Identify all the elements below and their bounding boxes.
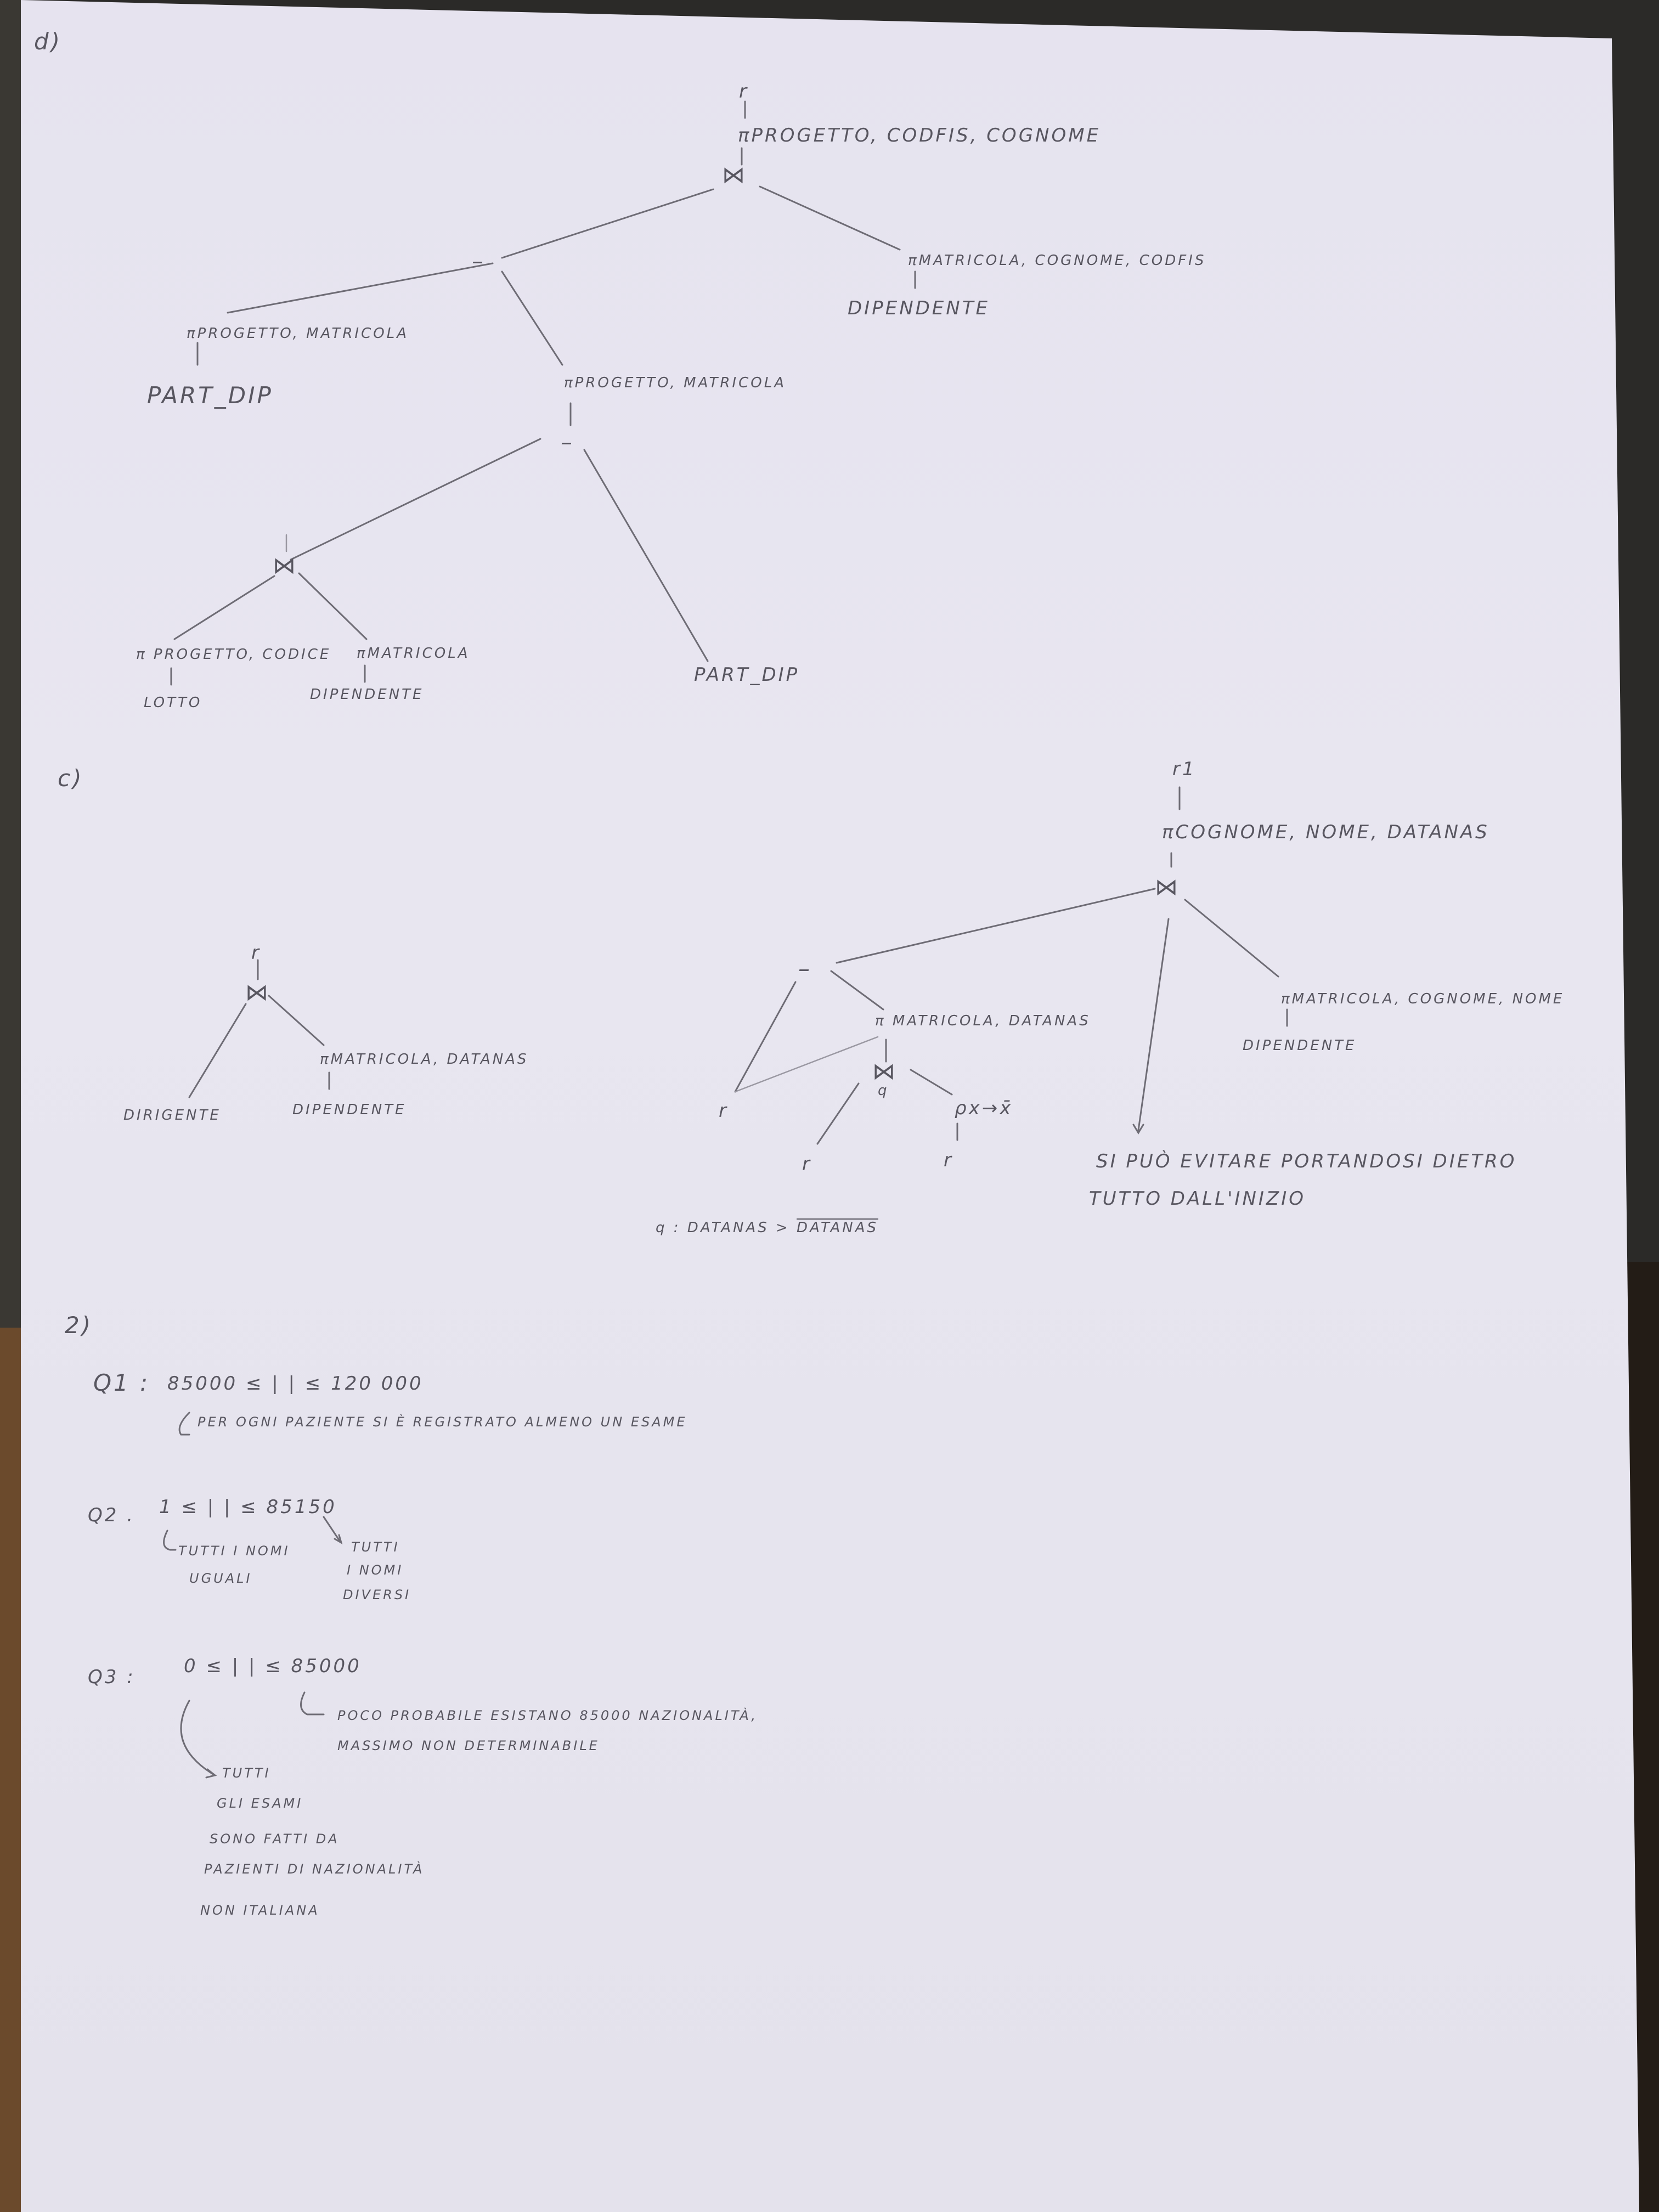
section-c-label: c) xyxy=(58,765,84,792)
d-lower-join-symbol: ⋈ xyxy=(273,552,298,579)
d-right-relation: DIPENDENTE xyxy=(848,297,990,319)
paper-sheet xyxy=(21,0,1639,2212)
section-c-left-lines xyxy=(188,959,330,1098)
d-lower-left-relation: LOTTO xyxy=(144,695,202,711)
section-2-label: 2) xyxy=(65,1312,93,1339)
q2-note-right-1: TUTTI xyxy=(351,1539,400,1555)
q3-note-left-2: GLI ESAMI xyxy=(217,1796,303,1811)
d-root-relation: r xyxy=(739,81,749,103)
c-r1-mid-projection: π MATRICOLA, DATANAS xyxy=(875,1013,1091,1029)
q3-label: Q3 : xyxy=(88,1666,136,1688)
q2-bound: 1 ≤ | | ≤ 85150 xyxy=(159,1496,337,1518)
d-lower-right-relation: PART_DIP xyxy=(694,664,800,686)
q2-note-right-3: DIVERSI xyxy=(343,1587,411,1602)
c-predicate: q : DATANAS > DATANAS xyxy=(656,1221,878,1235)
c-left-join-symbol: ⋈ xyxy=(245,979,270,1006)
d-root-projection: πPROGETTO, CODFIS, COGNOME xyxy=(738,125,1101,146)
c-r1-right-projection: πMATRICOLA, COGNOME, NOME xyxy=(1281,991,1565,1007)
d-left-relation: PART_DIP xyxy=(147,382,273,409)
c-r1-leaf-3: r xyxy=(944,1149,953,1171)
section-2-arrows xyxy=(163,1412,343,1779)
c-r1-root-relation: r1 xyxy=(1172,758,1197,780)
q1-bound: 85000 ≤ | | ≤ 120 000 xyxy=(167,1373,424,1395)
section-d-lines xyxy=(170,100,916,686)
q2-label: Q2 . xyxy=(88,1504,136,1526)
q2-note-left-1: TUTTI I NOMI xyxy=(178,1543,290,1559)
q3-note-left-1: TUTTI xyxy=(222,1765,271,1781)
q3-note-left-3: SONO FATTI DA xyxy=(210,1831,340,1847)
q1-note: PER OGNI PAZIENTE SI È REGISTRATO ALMENO… xyxy=(198,1414,687,1430)
c-r1-join-symbol: ⋈ xyxy=(1155,873,1180,900)
d-lower-mid-projection: πMATRICOLA xyxy=(357,645,470,662)
q3-note-left-4: PAZIENTI DI NAZIONALITÀ xyxy=(204,1861,425,1877)
d-minus-symbol: – xyxy=(472,247,486,274)
d-right-projection: πMATRICOLA, COGNOME, CODFIS xyxy=(908,252,1206,269)
q3-note-left-5: NON ITALIANA xyxy=(200,1903,320,1918)
q3-bound: 0 ≤ | | ≤ 85000 xyxy=(184,1655,362,1677)
c-r1-leaf-2: r xyxy=(802,1153,812,1175)
d-left-projection: πPROGETTO, MATRICOLA xyxy=(187,325,409,342)
c-left-root-relation: r xyxy=(251,942,261,964)
d-mid-projection: πPROGETTO, MATRICOLA xyxy=(564,375,786,391)
c-r1-theta-join-symbol: ⋈ xyxy=(872,1058,898,1085)
c-r1-minus-symbol: – xyxy=(798,955,812,982)
c-r1-leaf-1: r xyxy=(719,1100,729,1122)
c-note-line-2: TUTTO DALL'INIZIO xyxy=(1089,1188,1306,1210)
d-minus-symbol-2: – xyxy=(561,428,574,455)
q3-note-right-2: MASSIMO NON DETERMINABILE xyxy=(337,1738,600,1753)
c-right-relation: DIPENDENTE xyxy=(292,1102,407,1118)
q3-note-right-1: POCO PROBABILE ESISTANO 85000 NAZIONALIT… xyxy=(337,1708,758,1723)
d-lower-mid-relation: DIPENDENTE xyxy=(310,686,424,703)
d-lower-left-projection: π PROGETTO, CODICE xyxy=(136,646,331,663)
section-c-right-lines xyxy=(734,786,1288,1145)
c-r1-root-projection: πCOGNOME, NOME, DATANAS xyxy=(1162,821,1489,843)
d-join-symbol: ⋈ xyxy=(722,161,747,188)
c-predicate-operand: DATANAS xyxy=(797,1220,878,1236)
q1-label: Q1 : xyxy=(93,1369,150,1396)
q2-note-right-2: I NOMI xyxy=(347,1562,404,1578)
section-d-label: d) xyxy=(34,28,63,55)
c-r1-right-relation: DIPENDENTE xyxy=(1243,1037,1357,1054)
c-r1-rename: ρx→x̄ xyxy=(955,1097,1013,1119)
c-left-relation: DIRIGENTE xyxy=(123,1107,221,1124)
c-right-projection: πMATRICOLA, DATANAS xyxy=(320,1051,529,1068)
c-predicate-prefix: q : DATANAS > xyxy=(656,1220,790,1236)
c-note-line-1: SI PUÒ EVITARE PORTANDOSI DIETRO xyxy=(1096,1150,1517,1172)
c-r1-theta-label: q xyxy=(878,1082,889,1099)
q2-note-left-2: UGUALI xyxy=(189,1571,252,1586)
